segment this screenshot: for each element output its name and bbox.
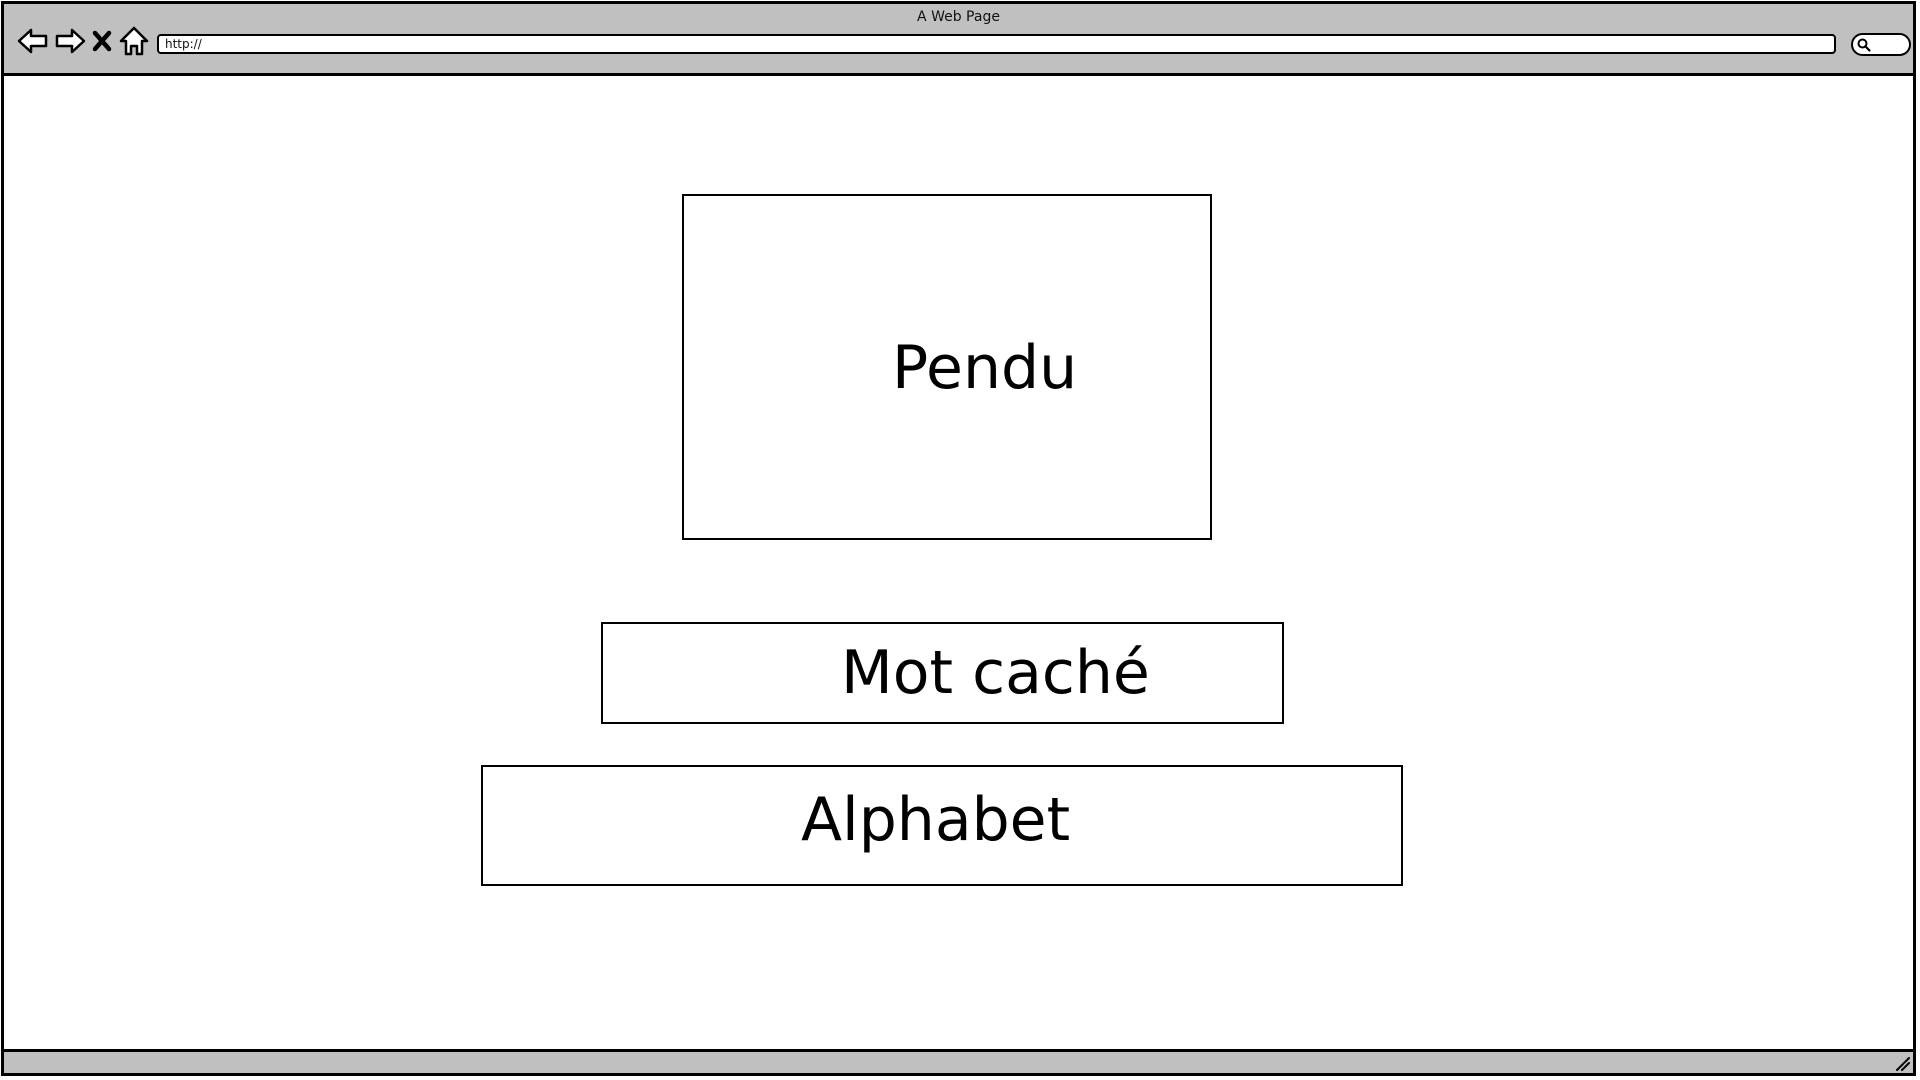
back-button[interactable]	[16, 24, 50, 58]
forward-button[interactable]	[53, 24, 87, 58]
status-bar	[4, 1049, 1913, 1073]
resize-grip-icon	[1896, 1057, 1910, 1071]
alphabet-label: Alphabet	[801, 785, 1071, 855]
close-icon	[92, 30, 112, 52]
url-bar[interactable]	[157, 34, 1836, 54]
search-field[interactable]	[1851, 33, 1911, 56]
hangman-label: Pendu	[892, 333, 1078, 403]
page-content: Pendu Mot caché Alphabet	[4, 76, 1913, 1052]
hidden-word-label: Mot caché	[841, 638, 1150, 708]
forward-arrow-icon	[55, 28, 86, 54]
search-icon	[1857, 38, 1871, 52]
alphabet-panel[interactable]: Alphabet	[481, 765, 1403, 886]
hidden-word-panel: Mot caché	[601, 622, 1284, 724]
home-icon	[119, 26, 149, 56]
window-title: A Web Page	[917, 9, 1000, 25]
back-arrow-icon	[17, 28, 48, 54]
browser-toolbar: A Web Page	[4, 4, 1913, 76]
hangman-panel: Pendu	[682, 194, 1212, 540]
home-button[interactable]	[117, 24, 151, 58]
resize-grip[interactable]	[1893, 1054, 1911, 1072]
stop-button[interactable]	[89, 24, 115, 58]
